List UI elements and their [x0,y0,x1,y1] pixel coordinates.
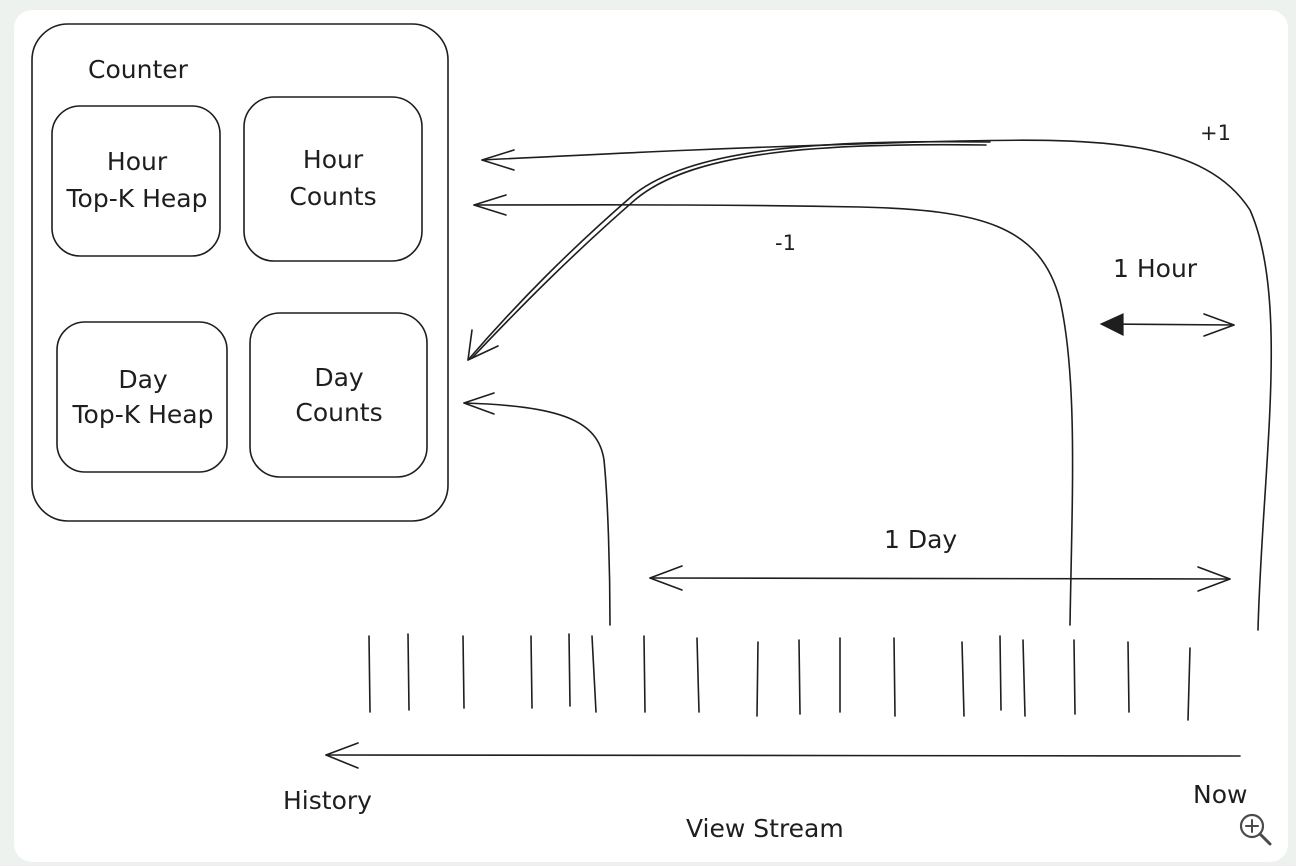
plus-one-arrow-hour [481,139,1273,631]
minus-one-label: -1 [775,231,796,255]
one-hour-arrow-line [1101,323,1235,326]
plus-one-arrowhead-hour [481,149,515,171]
day-counts-line-2: Counts [295,398,382,427]
event-tick [893,637,896,717]
day-counts-box[interactable] [249,312,428,478]
event-tick [1073,639,1076,715]
counter-container[interactable] [31,23,449,522]
day-heap-line-2: Top-K Heap [72,400,214,429]
event-tick [591,635,597,713]
event-tick [1187,647,1191,721]
event-tick [368,635,371,713]
timeline-arrow-line [325,754,1241,757]
hour-counts-line-2: Counts [289,182,376,211]
minus-one-arrow-day [463,402,611,626]
one-day-arrowhead-right [1197,566,1231,592]
now-label: Now [1193,780,1247,809]
plus-one-arrowhead-day [467,329,499,361]
view-stream-label: View Stream [686,814,844,843]
counter-title: Counter [88,55,189,84]
plus-one-label: +1 [1200,121,1231,145]
event-ticks [368,633,1191,721]
plus-one-arrow-day-sketch [471,143,987,359]
event-tick [999,635,1002,711]
event-tick [1022,639,1026,717]
one-hour-arrowhead-right [1203,313,1235,337]
day-top-k-heap-box[interactable] [56,321,228,473]
one-day-arrow-line [649,577,1231,580]
event-tick [756,641,759,717]
event-tick [462,635,465,709]
day-counts-line-1: Day [314,363,364,392]
minus-one-arrowhead-day [463,392,495,415]
hour-heap-line-1: Hour [107,147,168,176]
event-tick [568,633,571,707]
hour-counts-box[interactable] [243,96,423,262]
minus-one-arrowhead-hour [473,194,507,216]
event-tick [961,641,965,717]
one-day-arrowhead-left [649,565,683,591]
zoom-in-icon [1239,813,1272,846]
event-tick [643,635,646,713]
event-tick [1127,641,1130,713]
hour-counts-line-1: Hour [303,145,364,174]
zoom-in-button[interactable] [1236,810,1276,850]
hour-heap-line-2: Top-K Heap [66,184,208,213]
minus-one-arrow-hour [473,204,1074,626]
history-label: History [283,786,372,815]
plus-one-arrow-day [467,140,991,361]
day-heap-line-1: Day [118,365,168,394]
one-day-label: 1 Day [884,525,957,554]
one-hour-arrowhead-left [1099,313,1124,336]
hour-top-k-heap-box[interactable] [51,105,221,257]
event-tick [530,635,533,709]
event-tick [696,637,700,713]
timeline-arrowhead [325,742,359,769]
event-tick [407,633,410,711]
one-hour-label: 1 Hour [1113,254,1198,283]
event-tick [798,639,801,715]
